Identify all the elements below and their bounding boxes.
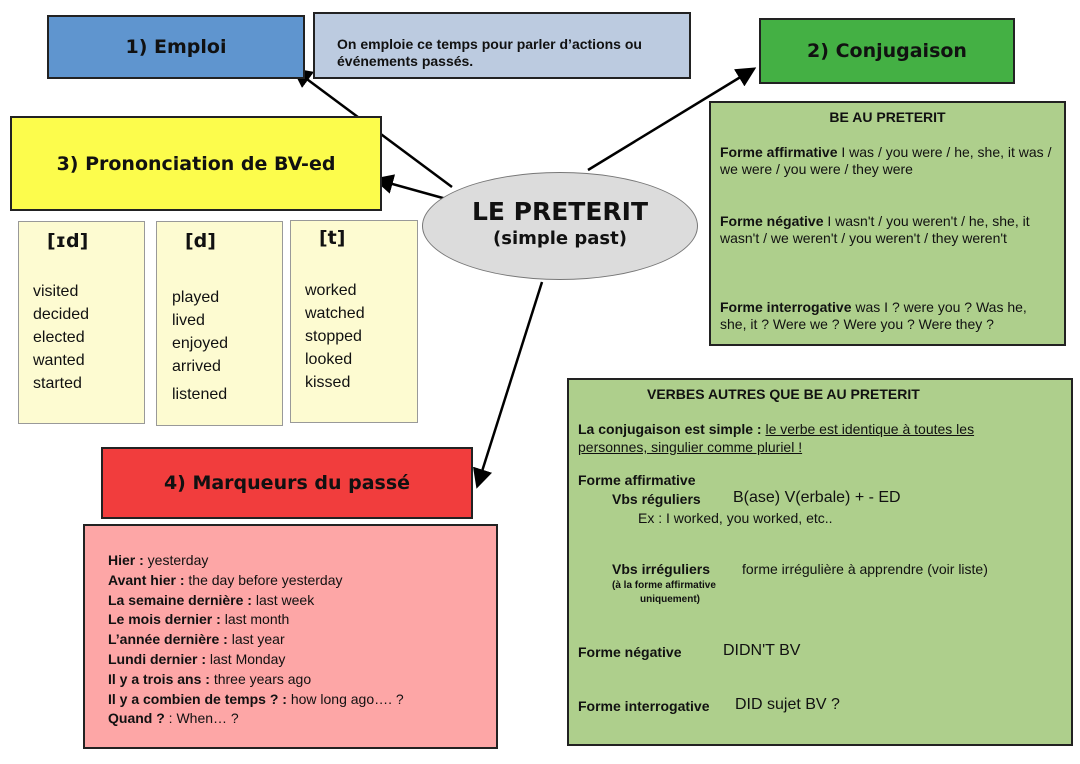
word: watched: [305, 305, 365, 322]
conjugaison-header-label: 2) Conjugaison: [807, 40, 967, 62]
word: elected: [33, 329, 85, 346]
marker-label: Le mois dernier :: [108, 611, 221, 628]
marker-label: Lundi dernier :: [108, 650, 206, 667]
marker-value: last Monday: [206, 650, 286, 667]
marqueurs-header: 4) Marqueurs du passé: [101, 447, 473, 519]
other-interrogative-label: Forme interrogative: [578, 698, 710, 714]
irregular-note-2: uniquement): [640, 594, 700, 605]
marker-label: L’année dernière :: [108, 631, 228, 648]
be-interrogative: Forme interrogative was I ? were you ? W…: [720, 299, 1056, 333]
other-simple-rule: La conjugaison est simple : le verbe est…: [578, 420, 1031, 456]
irregular-note-1: (à la forme affirmative: [612, 580, 716, 591]
word: started: [33, 375, 82, 392]
other-negative-rule: DIDN'T BV: [723, 642, 801, 659]
word: kissed: [305, 374, 351, 391]
be-interrogative-text: was I ? were you ? Was he, she, it ? Wer…: [720, 299, 1027, 332]
other-affirmative-label: Forme affirmative: [578, 472, 696, 488]
marker-label: Hier :: [108, 552, 144, 568]
emploi-header-label: 1) Emploi: [125, 36, 227, 58]
marker-value: three years ago: [209, 670, 312, 687]
emploi-text: On emploie ce temps pour parler d’action…: [337, 36, 642, 69]
word: visited: [33, 283, 79, 300]
word-list-id: visited decided elected wanted started: [33, 280, 89, 395]
pronunciation-column-id: [ɪd] visited decided elected wanted star…: [18, 221, 145, 424]
be-negative-label: Forme négative: [720, 213, 824, 229]
arrow-to-marqueurs: [472, 281, 544, 489]
word: worked: [305, 282, 357, 299]
word: stopped: [305, 328, 362, 345]
marker-item: Il y a combien de temps ? : how long ago…: [108, 690, 496, 710]
pronunciation-column-d: [d] played lived enjoyed arrived listene…: [156, 221, 283, 426]
other-negative-label: Forme négative: [578, 644, 682, 660]
marker-item: La semaine dernière : last week: [108, 591, 496, 611]
marker-label: Quand ?: [108, 710, 165, 727]
other-verbs-title: VERBES AUTRES QUE BE AU PRETERIT: [647, 386, 920, 402]
be-affirmative-text: I was / you were / he, she, it was / we …: [720, 144, 1052, 177]
irregular-verbs-label: Vbs irréguliers: [612, 561, 711, 577]
word: arrived: [172, 358, 221, 375]
marker-label: Avant hier :: [108, 571, 185, 588]
regular-verbs-rule: B(ase) V(erbale) + - ED: [733, 489, 901, 506]
center-title: LE PRETERIT: [471, 197, 649, 226]
marker-item: Il y a trois ans : three years ago: [108, 670, 496, 690]
pronunciation-column-t: [t] worked watched stopped looked kissed: [290, 220, 418, 423]
marker-label: La semaine dernière :: [108, 591, 252, 608]
be-affirmative-label: Forme affirmative: [720, 144, 838, 160]
be-negative-text: I wasn't / you weren't / he, she, it was…: [720, 213, 1030, 246]
word: listened: [172, 386, 228, 403]
be-negative: Forme négative I wasn't / you weren't / …: [720, 213, 1056, 247]
word: enjoyed: [172, 335, 229, 352]
be-interrogative-label: Forme interrogative: [720, 299, 852, 315]
word-list-t: worked watched stopped looked kissed: [305, 279, 365, 394]
marker-label: Il y a combien de temps ? :: [108, 690, 287, 707]
marker-item: Hier : yesterday: [108, 551, 496, 571]
marqueurs-header-label: 4) Marqueurs du passé: [163, 472, 411, 494]
marker-value: yesterday: [143, 552, 209, 568]
marker-label: Il y a trois ans :: [108, 670, 210, 687]
conjugaison-header: 2) Conjugaison: [759, 18, 1015, 84]
word: wanted: [33, 352, 85, 369]
marker-item: Lundi dernier : last Monday: [108, 650, 496, 670]
word: decided: [33, 306, 90, 323]
be-affirmative: Forme affirmative I was / you were / he,…: [720, 144, 1056, 178]
arrow-to-conjugaison: [587, 67, 757, 172]
marker-item: Le mois dernier : last month: [108, 610, 496, 630]
other-simple-text: le verbe est identique à toutes les pers…: [578, 421, 975, 455]
sound-d: [d]: [185, 230, 216, 252]
regular-verbs-example: Ex : I worked, you worked, etc..: [638, 510, 833, 526]
irregular-verbs-rule: forme irrégulière à apprendre (voir list…: [742, 561, 988, 577]
marker-item: Avant hier : the day before yesterday: [108, 571, 496, 591]
word-list-d: played lived enjoyed arrived listened: [172, 286, 228, 406]
marker-value: how long ago…. ?: [286, 690, 404, 707]
marker-value: last month: [220, 611, 290, 628]
marker-value: last week: [251, 591, 315, 608]
emploi-header: 1) Emploi: [47, 15, 305, 79]
other-simple-label: La conjugaison est simple :: [578, 421, 762, 437]
marqueurs-list-box: Hier : yesterday Avant hier : the day be…: [83, 524, 498, 749]
word: looked: [305, 351, 353, 368]
be-preterit-box: BE AU PRETERIT Forme affirmative I was /…: [709, 101, 1066, 346]
prononciation-header: 3) Prononciation de BV-ed: [10, 116, 382, 211]
emploi-description: On emploie ce temps pour parler d’action…: [313, 12, 691, 79]
other-verbs-box: VERBES AUTRES QUE BE AU PRETERIT La conj…: [567, 378, 1073, 746]
center-ellipse: LE PRETERIT (simple past): [422, 172, 698, 280]
other-interrogative-rule: DID sujet BV ?: [735, 696, 840, 713]
be-preterit-title: BE AU PRETERIT: [829, 109, 946, 125]
center-subtitle: (simple past): [493, 228, 627, 249]
regular-verbs-label: Vbs réguliers: [612, 491, 701, 507]
sound-id: [ɪd]: [47, 230, 89, 252]
marker-item: L’année dernière : last year: [108, 630, 496, 650]
sound-t: [t]: [319, 227, 346, 249]
word: played: [172, 289, 220, 306]
marker-value: last year: [227, 631, 285, 648]
arrow-to-prononciation: [373, 174, 451, 202]
marker-item: Quand ? : When… ?: [108, 709, 496, 729]
prononciation-header-label: 3) Prononciation de BV-ed: [56, 152, 336, 175]
marker-value: : When… ?: [164, 710, 239, 727]
word: lived: [172, 312, 205, 329]
marker-value: the day before yesterday: [184, 571, 343, 588]
